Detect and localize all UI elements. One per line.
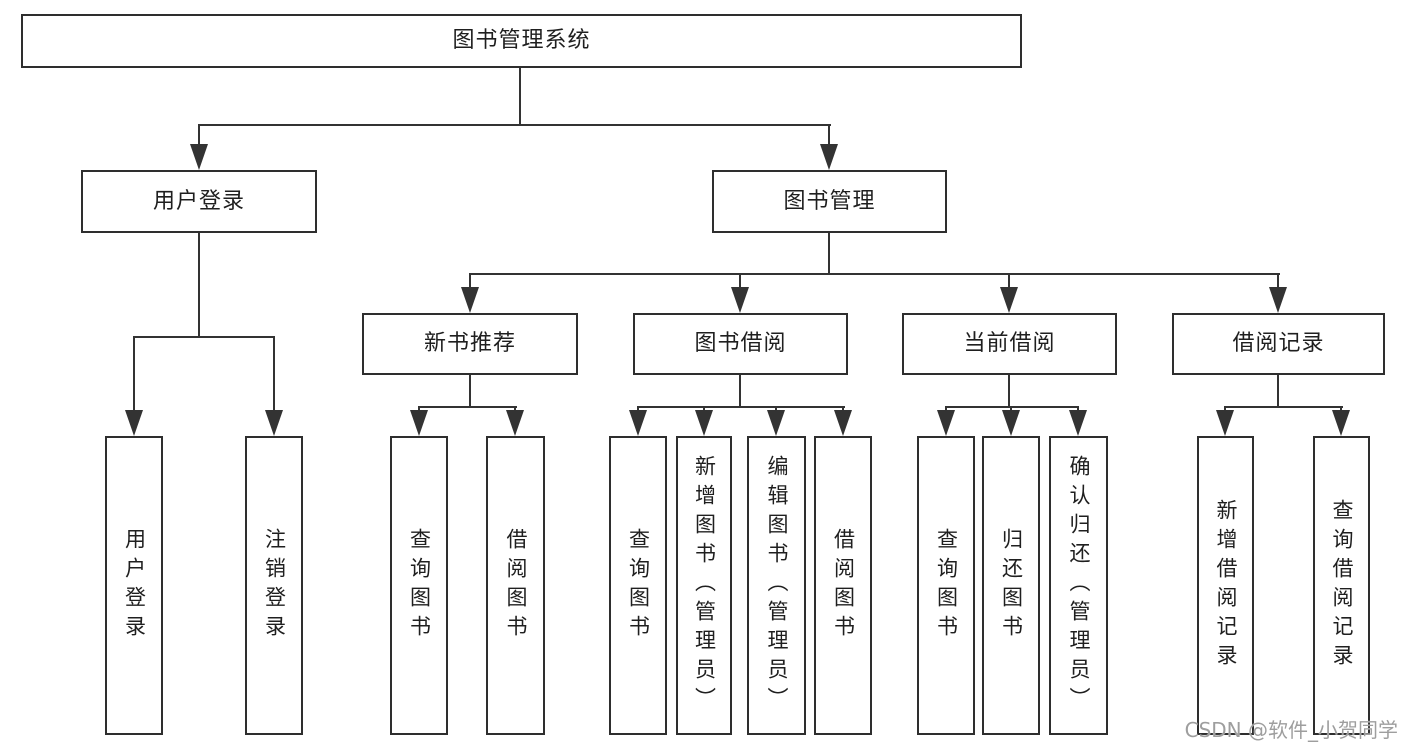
connector-book-mgmt-drop-1 (469, 273, 471, 289)
leaf-borrow-book: 借阅图书 (814, 436, 872, 735)
arrow-to-query-record (1332, 410, 1350, 436)
connector-root-drop-left (198, 124, 200, 148)
connector-root-stem (519, 68, 521, 126)
leaf-edit-book-admin: 编辑图书（管理员） (747, 436, 806, 735)
node-book-borrow-label: 图书借阅 (694, 331, 787, 356)
arrow-to-add-book (695, 410, 713, 436)
csdn-watermark: CSDN @软件_小贺同学 (1184, 718, 1398, 742)
leaf-add-book-admin: 新增图书（管理员） (676, 436, 732, 735)
connector-book-mgmt-drop-2 (739, 273, 741, 289)
connector-book-mgmt-drop-3 (1008, 273, 1010, 289)
leaf-add-book-admin-label: 新增图书（管理员） (692, 455, 717, 716)
connector-current-stem (1008, 375, 1010, 408)
node-book-management-label: 图书管理 (783, 188, 876, 214)
connector-user-login-drop-2 (273, 336, 275, 412)
leaf-user-login: 用户登录 (105, 436, 163, 735)
leaf-add-borrow-record-label: 新增借阅记录 (1214, 498, 1238, 673)
arrow-to-borrow-record (1269, 287, 1287, 313)
connector-record-stem (1277, 375, 1279, 408)
leaf-borrow-query-book-label: 查询图书 (626, 527, 651, 644)
connector-borrow-stem (739, 375, 741, 408)
node-new-book-recommend-label: 新书推荐 (423, 331, 516, 356)
leaf-return-book: 归还图书 (982, 436, 1040, 735)
node-book-management: 图书管理 (712, 170, 947, 233)
leaf-query-borrow-record: 查询借阅记录 (1313, 436, 1370, 735)
leaf-confirm-return-admin-label: 确认归还（管理员） (1067, 455, 1091, 716)
leaf-borrow-book-label: 借阅图书 (831, 527, 856, 644)
arrow-to-leaf-logout (265, 410, 283, 436)
arrow-to-recommend-query (410, 410, 428, 436)
leaf-user-login-label: 用户登录 (122, 527, 147, 644)
node-new-book-recommend: 新书推荐 (362, 313, 578, 375)
leaf-confirm-return-admin: 确认归还（管理员） (1049, 436, 1108, 735)
arrow-to-edit-book (767, 410, 785, 436)
leaf-current-query-book: 查询图书 (917, 436, 975, 735)
node-borrow-record-label: 借阅记录 (1232, 331, 1325, 356)
arrow-to-new-book-recommend (461, 287, 479, 313)
arrow-to-leaf-user-login (125, 410, 143, 436)
leaf-borrow-query-book: 查询图书 (609, 436, 667, 735)
arrow-to-borrow-query (629, 410, 647, 436)
connector-root-bar (198, 124, 831, 126)
arrow-to-current-query (937, 410, 955, 436)
arrow-to-user-login (190, 144, 208, 170)
node-user-login-label: 用户登录 (152, 188, 245, 214)
leaf-edit-book-admin-label: 编辑图书（管理员） (765, 455, 789, 716)
connector-root-drop-right (828, 124, 830, 148)
connector-borrow-bar (637, 406, 845, 408)
connector-user-login-bar (133, 336, 275, 338)
connector-book-mgmt-bar (469, 273, 1280, 275)
connector-recommend-stem (469, 375, 471, 408)
arrow-to-current-borrow (1000, 287, 1018, 313)
connector-current-bar (945, 406, 1079, 408)
node-borrow-record: 借阅记录 (1172, 313, 1385, 375)
leaf-return-book-label: 归还图书 (999, 527, 1024, 644)
arrow-to-book-borrow (731, 287, 749, 313)
leaf-recommend-query-book: 查询图书 (390, 436, 448, 735)
connector-recommend-bar (418, 406, 517, 408)
node-current-borrow: 当前借阅 (902, 313, 1117, 375)
arrow-to-borrow-book (834, 410, 852, 436)
node-root-label: 图书管理系统 (452, 28, 591, 53)
node-book-borrow: 图书借阅 (633, 313, 848, 375)
leaf-recommend-borrow-book: 借阅图书 (486, 436, 545, 735)
arrow-to-add-record (1216, 410, 1234, 436)
leaf-logout: 注销登录 (245, 436, 303, 735)
connector-user-login-drop-1 (133, 336, 135, 412)
connector-book-mgmt-stem (828, 233, 830, 275)
arrow-to-return-book (1002, 410, 1020, 436)
connector-record-bar (1224, 406, 1343, 408)
node-current-borrow-label: 当前借阅 (963, 331, 1056, 356)
leaf-current-query-book-label: 查询图书 (934, 527, 959, 644)
node-root: 图书管理系统 (21, 14, 1022, 68)
leaf-query-borrow-record-label: 查询借阅记录 (1330, 498, 1354, 673)
arrow-to-book-management (820, 144, 838, 170)
arrow-to-confirm-return (1069, 410, 1087, 436)
connector-user-login-stem (198, 233, 200, 338)
leaf-add-borrow-record: 新增借阅记录 (1197, 436, 1254, 735)
leaf-recommend-borrow-book-label: 借阅图书 (504, 527, 528, 644)
leaf-recommend-query-book-label: 查询图书 (407, 527, 432, 644)
connector-book-mgmt-drop-4 (1277, 273, 1279, 289)
node-user-login: 用户登录 (81, 170, 317, 233)
leaf-logout-label: 注销登录 (262, 527, 287, 644)
arrow-to-recommend-borrow (506, 410, 524, 436)
